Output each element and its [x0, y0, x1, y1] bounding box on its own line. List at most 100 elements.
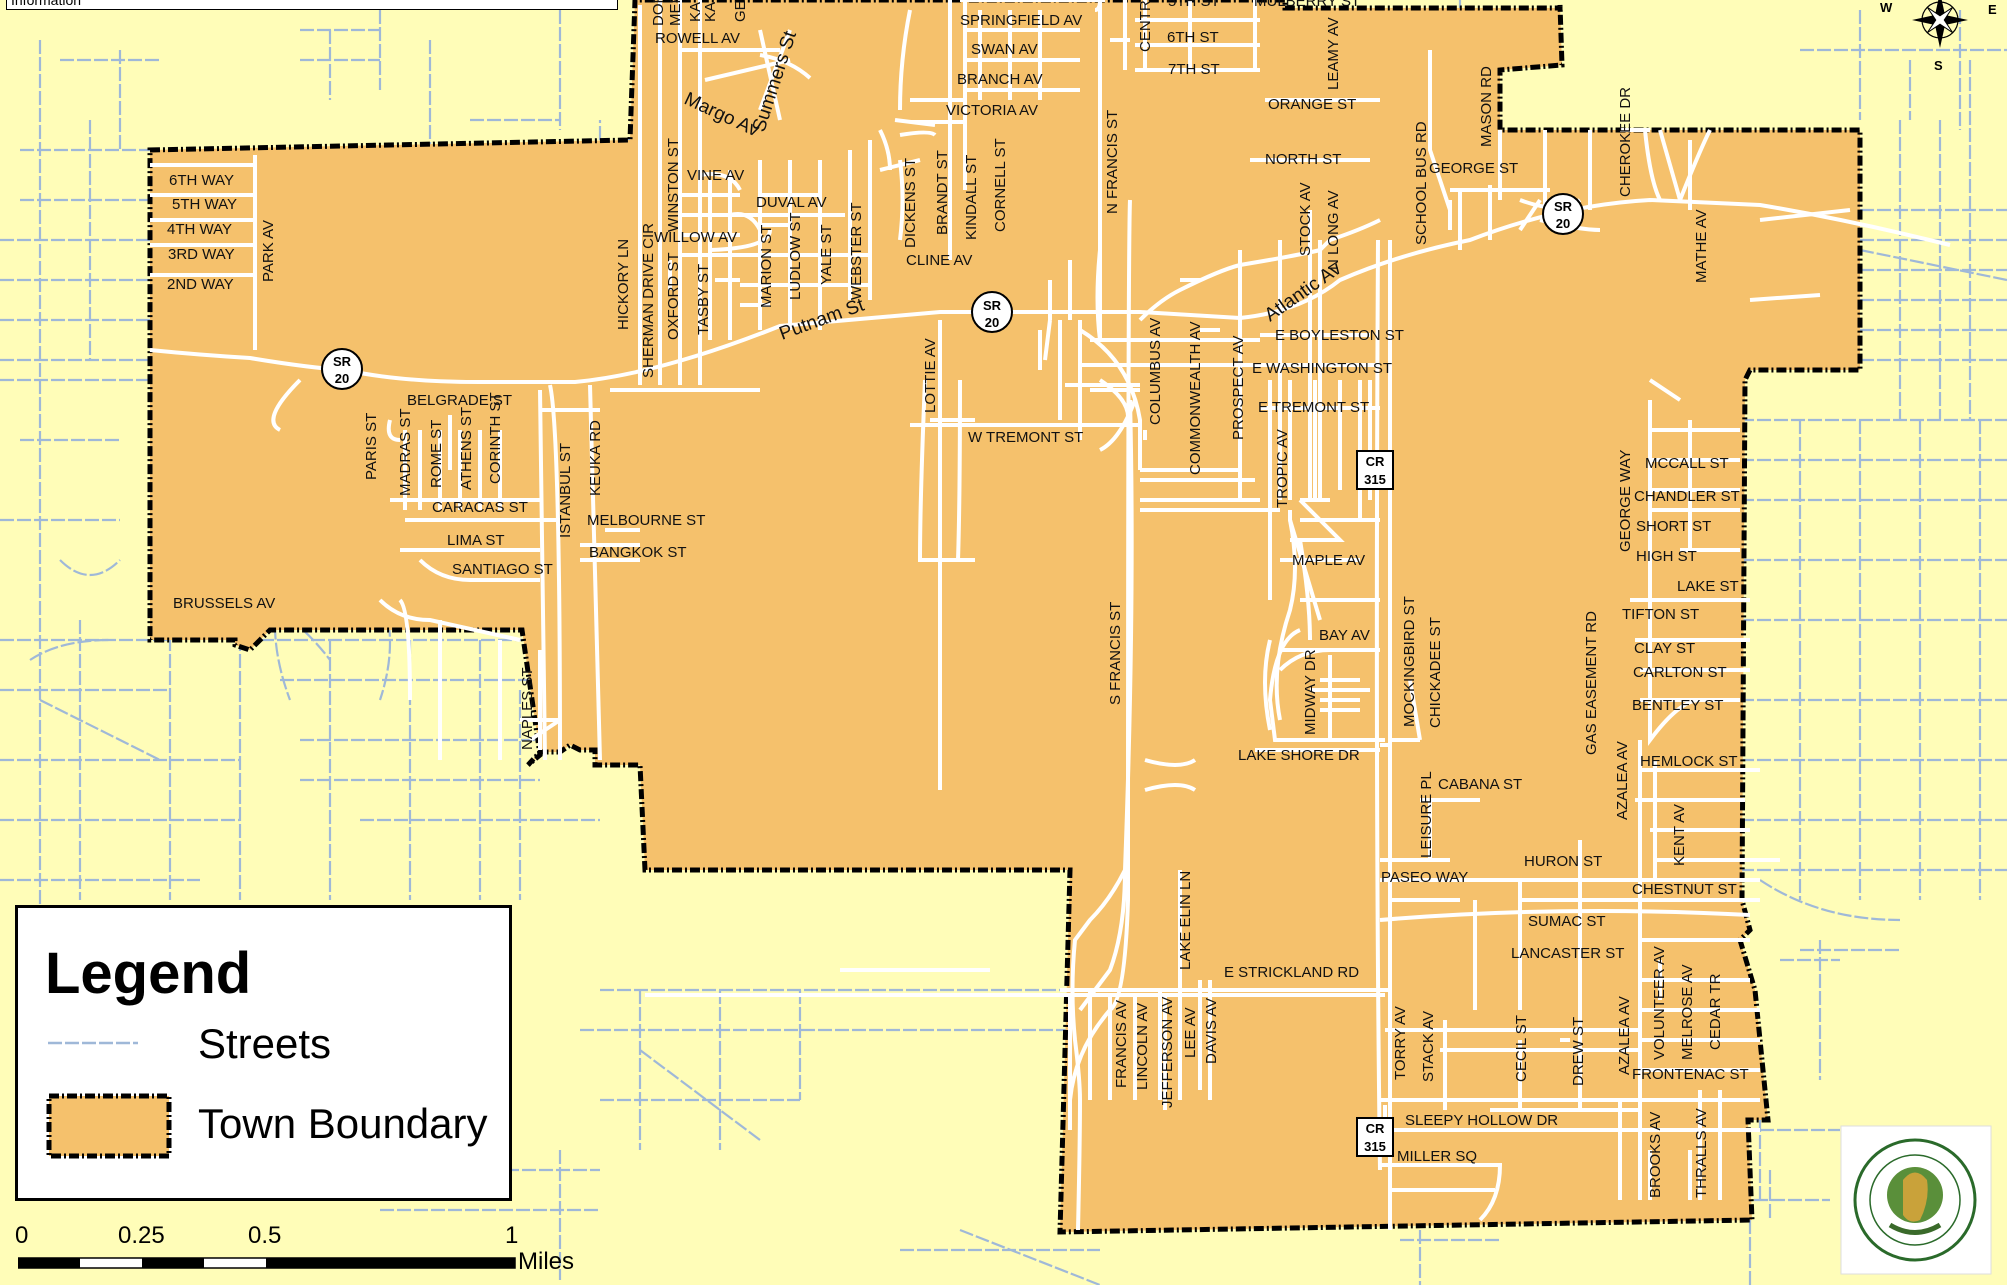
street-label: SUMAC ST: [1528, 913, 1606, 930]
info-text-box: Information: [6, 0, 618, 10]
svg-text:SR: SR: [1554, 199, 1573, 214]
street-label: ATHENS ST: [458, 407, 475, 490]
street-label: OXFORD ST: [665, 252, 682, 340]
street-label: HICKORY LN: [615, 239, 632, 330]
street-label: CARACAS ST: [432, 499, 528, 516]
town-boundary: [147, 0, 1863, 1235]
street-label: LAKE ST: [1677, 578, 1739, 595]
street-label: ISTANBUL ST: [557, 443, 574, 538]
scale-tick-1: 1: [505, 1222, 519, 1249]
street-label: GE: [732, 0, 749, 22]
street-label: SLEEPY HOLLOW DR: [1405, 1112, 1558, 1129]
street-label: SHERMAN DRIVE CIR: [640, 223, 657, 378]
street-label: MILLER SQ: [1397, 1148, 1477, 1165]
svg-text:E: E: [1988, 2, 1997, 17]
legend-boundary-row: Town Boundary: [43, 1088, 503, 1159]
info-text: Information: [11, 0, 82, 8]
street-label: CABANA ST: [1438, 776, 1522, 793]
map-legend: Legend Streets Town Boundary: [15, 905, 512, 1201]
street-label: LUDLOW ST: [787, 212, 804, 300]
street-label: WILLOW AV: [654, 229, 737, 246]
street-label: MELROSE AV: [1679, 964, 1696, 1060]
street-label: CLAY ST: [1634, 640, 1695, 657]
street-label: SPRINGFIELD AV: [960, 12, 1082, 29]
street-label: FRONTENAC ST: [1632, 1066, 1749, 1083]
street-label: LAKE ELIN LN: [1177, 871, 1194, 970]
scale-bar-graphic: [18, 1257, 516, 1269]
street-label: ROME ST: [428, 420, 445, 488]
street-label: DUVAL AV: [756, 194, 827, 211]
street-label: FRANCIS AV: [1113, 1000, 1130, 1088]
street-label: DREW ST: [1570, 1017, 1587, 1086]
street-label: DOR: [650, 0, 667, 26]
street-label: BRANCH AV: [957, 71, 1043, 88]
sr-20-shield-central: SR 20: [971, 291, 1013, 333]
street-label: W TREMONT ST: [968, 429, 1083, 446]
vertical-street-labels: PARK AV HICKORY LN SHERMAN DRIVE CIR OXF…: [260, 0, 1724, 1198]
street-label: BELGRADE ST: [407, 392, 512, 409]
street-label: E WASHINGTON ST: [1252, 360, 1392, 377]
street-label: VICTORIA AV: [946, 102, 1038, 119]
street-label: LEISURE PL: [1418, 771, 1435, 858]
street-label: STOCK AV: [1297, 182, 1314, 256]
street-label: GEORGE ST: [1429, 160, 1518, 177]
street-label: CHICKADEE ST: [1427, 617, 1444, 728]
street-label: GEORGE WAY: [1617, 449, 1634, 552]
street-label: 2ND WAY: [167, 276, 234, 293]
street-label: WEBSTER ST: [848, 202, 865, 300]
street-label: MARION ST: [758, 225, 775, 308]
street-label: PARK AV: [260, 220, 277, 282]
svg-text:20: 20: [1556, 216, 1570, 231]
street-label: CHANDLER ST: [1634, 488, 1740, 505]
street-label: N LONG AV: [1325, 190, 1342, 270]
svg-text:SR: SR: [333, 354, 352, 369]
scale-bar: 0 0.25 0.5 1 Miles: [15, 1222, 618, 1282]
sr-20-shield-west: SR 20: [321, 348, 363, 390]
street-label: MULBERRY ST: [1254, 0, 1360, 10]
street-label: 5TH WAY: [172, 196, 237, 213]
svg-text:W: W: [1880, 0, 1893, 15]
street-label: E STRICKLAND RD: [1224, 964, 1359, 981]
street-label: ROWELL AV: [655, 30, 740, 47]
street-label: CHESTNUT ST: [1632, 881, 1737, 898]
svg-text:CR: CR: [1366, 454, 1385, 469]
street-label: SCHOOL BUS RD: [1413, 121, 1430, 245]
street-label: KINDALL ST: [963, 155, 980, 240]
svg-text:CR: CR: [1366, 1121, 1385, 1136]
street-label: SWAN AV: [971, 41, 1038, 58]
street-label: LEE AV: [1182, 1007, 1199, 1058]
svg-text:315: 315: [1364, 472, 1386, 487]
street-label: LAKE SHORE DR: [1238, 747, 1360, 764]
legend-boundary-label: Town Boundary: [198, 1100, 488, 1147]
street-label: VINE AV: [687, 167, 744, 184]
street-label: PROSPECT AV: [1230, 336, 1247, 440]
street-label: COMMONWEALTH AV: [1187, 321, 1204, 475]
street-label: LOTTIE AV: [922, 338, 939, 413]
street-label: MATHE AV: [1693, 209, 1710, 283]
horizontal-street-labels: 6TH WAY 5TH WAY 4TH WAY 3RD WAY 2ND WAY …: [167, 0, 1749, 1165]
svg-text:SR: SR: [983, 298, 1002, 313]
scale-tick-025: 0.25: [118, 1222, 165, 1249]
street-label: KA: [702, 2, 719, 22]
street-label: DICKENS ST: [902, 158, 919, 248]
street-label: WINSTON ST: [665, 138, 682, 232]
street-label: MOCKINGBIRD ST: [1401, 596, 1418, 727]
sr-20-shield-east: SR 20: [1542, 193, 1584, 235]
street-label: MASON RD: [1478, 66, 1495, 147]
street-line-icon: [48, 1041, 138, 1045]
street-label: STACK AV: [1420, 1011, 1437, 1082]
street-label: DAVIS AV: [1203, 998, 1220, 1064]
street-label: NAPLES ST: [519, 667, 536, 750]
street-label: PARIS ST: [363, 413, 380, 480]
street-label: HEMLOCK ST: [1640, 753, 1738, 770]
street-label: BANGKOK ST: [589, 544, 687, 561]
street-label: YALE ST: [818, 224, 835, 285]
street-label: CORINTH ST: [487, 392, 504, 484]
scale-tick-0: 0: [15, 1222, 29, 1249]
street-label: BENTLEY ST: [1632, 697, 1723, 714]
street-label: 5TH ST: [1168, 0, 1220, 10]
street-label: THRALLS AV: [1693, 1108, 1710, 1198]
street-label: KENT AV: [1671, 804, 1688, 866]
street-label: TORRY AV: [1392, 1006, 1409, 1080]
svg-text:S: S: [1934, 58, 1943, 73]
